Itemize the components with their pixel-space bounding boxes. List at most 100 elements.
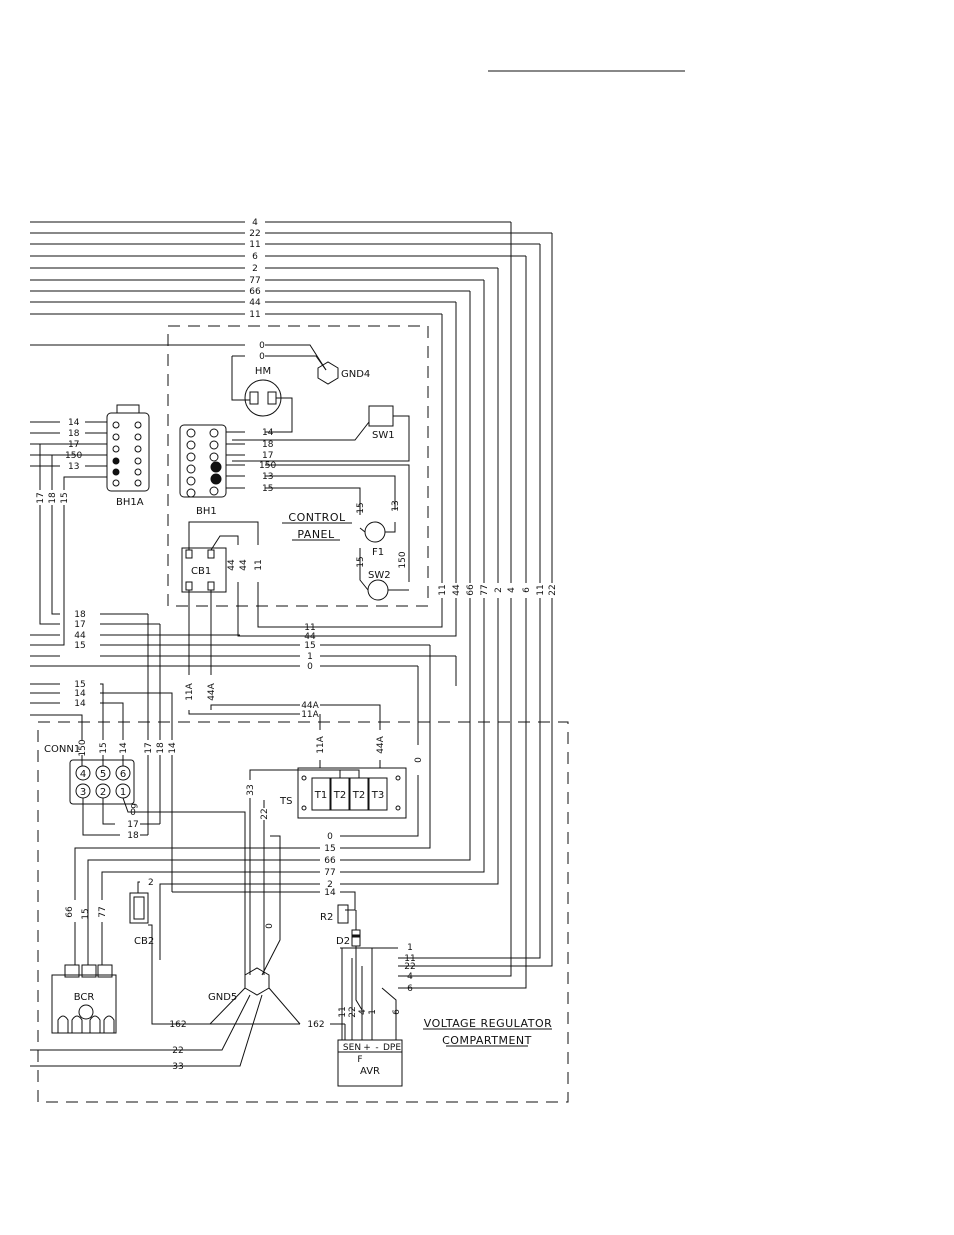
voltage-regulator-title: VOLTAGE REGULATOR xyxy=(424,1017,553,1030)
wire-label: 14 xyxy=(324,888,336,898)
ts-terminal-label: T2 xyxy=(333,790,346,801)
wire-label: 17 xyxy=(262,451,273,461)
cb1-wires xyxy=(189,522,300,675)
under-conn1-wires xyxy=(82,755,245,975)
wire-label: 11A xyxy=(185,682,195,700)
wire-label: 11 xyxy=(438,584,448,595)
wire-label: 0 xyxy=(307,662,313,672)
wire-label: 22 xyxy=(249,229,260,239)
conn1-pin-label: 5 xyxy=(100,769,106,780)
wire-label: 17 xyxy=(74,620,85,630)
wire-label: 0 xyxy=(327,832,333,842)
wire-label: 17 xyxy=(144,742,154,753)
wire-label: 14 xyxy=(119,742,129,754)
wire-label: 44 xyxy=(304,632,316,642)
ts-terminal-label: T1 xyxy=(314,790,327,801)
conn1-pin-label: 1 xyxy=(120,787,126,798)
wire-label: 14 xyxy=(262,428,274,438)
gnd5-wires xyxy=(30,975,345,1066)
cb2-wire xyxy=(138,882,140,893)
cb1-label: CB1 xyxy=(191,566,211,577)
d2-label: D2 xyxy=(336,936,350,947)
cb1-down-wires xyxy=(189,705,380,768)
wire-label: 6 xyxy=(407,984,413,994)
wire-label: 11 xyxy=(304,623,315,633)
wire-label: 33 xyxy=(246,784,256,795)
gnd5-label: GND5 xyxy=(208,992,237,1003)
bh1-label: BH1 xyxy=(196,506,217,517)
bh1a-wires xyxy=(30,422,107,490)
wire-label: 22 xyxy=(260,808,270,819)
bcr-fins xyxy=(58,960,114,1033)
avr-terminal-label: + xyxy=(363,1043,371,1053)
wire-label: 11A xyxy=(316,735,326,753)
wire-label: 15 xyxy=(356,556,366,567)
mid-bus xyxy=(30,505,456,848)
f1-fuse xyxy=(365,522,385,542)
hm-label: HM xyxy=(255,366,271,377)
wire-label: 4 xyxy=(252,218,258,228)
wire-label: 77 xyxy=(249,276,260,286)
cb2-breaker xyxy=(130,893,148,923)
wire-label: 1 xyxy=(307,652,313,662)
wire-label: 44 xyxy=(452,584,462,596)
wire-label: 0 xyxy=(130,808,136,818)
sw2-label: SW2 xyxy=(368,570,391,581)
wire-label: 66 xyxy=(65,906,75,918)
control-panel-title: PANEL xyxy=(297,528,335,541)
avr-label: AVR xyxy=(360,1066,380,1077)
cb2-inner xyxy=(134,897,144,919)
voltage-regulator-title: COMPARTMENT xyxy=(442,1034,532,1047)
wire-label: 33 xyxy=(172,1062,183,1072)
gnd4-wiring xyxy=(30,345,326,400)
avr-terminal-label: SEN xyxy=(343,1043,361,1053)
bh1-pins xyxy=(187,429,221,497)
wire-label: 150 xyxy=(78,739,88,756)
wire-label: 44 xyxy=(249,298,261,308)
wire-label: 44 xyxy=(227,559,237,571)
f1-label: F1 xyxy=(372,547,384,558)
sw1-wire xyxy=(232,422,369,440)
wire-label: 17 xyxy=(68,440,79,450)
cb1-terminal xyxy=(208,582,214,590)
wire-label: 17 xyxy=(36,492,46,503)
conn1-bus xyxy=(30,684,172,740)
cb1-breaker xyxy=(182,548,226,592)
cb1-terminal xyxy=(186,550,192,558)
wire-label: 11A xyxy=(301,710,319,720)
wire-label: 15 xyxy=(60,492,70,503)
wire-label: 11 xyxy=(254,559,264,570)
ts-terminal-label: T2 xyxy=(352,790,365,801)
wire-label: 1 xyxy=(368,1009,378,1015)
right-verticals-lower xyxy=(300,598,552,988)
conn1-connector xyxy=(70,760,134,804)
wire-label: 77 xyxy=(480,584,490,595)
wire-label: 77 xyxy=(98,906,108,917)
wire-label: 22 xyxy=(348,1006,358,1017)
wire-label: 13 xyxy=(68,462,79,472)
wire-label: 6 xyxy=(522,587,532,593)
wire-label: 6 xyxy=(252,252,258,262)
control-panel-boundary xyxy=(168,326,428,606)
wire-label: 22 xyxy=(548,584,558,595)
wire-label: 18 xyxy=(127,831,139,841)
hm-terminal xyxy=(268,392,276,404)
cb2-label: CB2 xyxy=(134,936,154,947)
bcr-label: BCR xyxy=(74,992,95,1003)
f1-sw2-wires xyxy=(360,500,409,590)
wire-label: 44A xyxy=(207,682,217,700)
wire-label: 15 xyxy=(74,641,85,651)
wire-label: 2 xyxy=(252,264,258,274)
bh1a-latch xyxy=(117,405,139,413)
top-bus xyxy=(30,222,552,583)
gnd5-symbol xyxy=(245,968,269,995)
wire-label: 66 xyxy=(324,856,336,866)
d2-diode xyxy=(352,930,360,946)
wire-label: 14 xyxy=(74,699,86,709)
wire-label: 14 xyxy=(68,418,80,428)
r2-label: R2 xyxy=(320,912,333,923)
wire-label: 13 xyxy=(391,500,401,511)
wire-label: 11 xyxy=(536,584,546,595)
wire-label: 44A xyxy=(301,701,319,711)
